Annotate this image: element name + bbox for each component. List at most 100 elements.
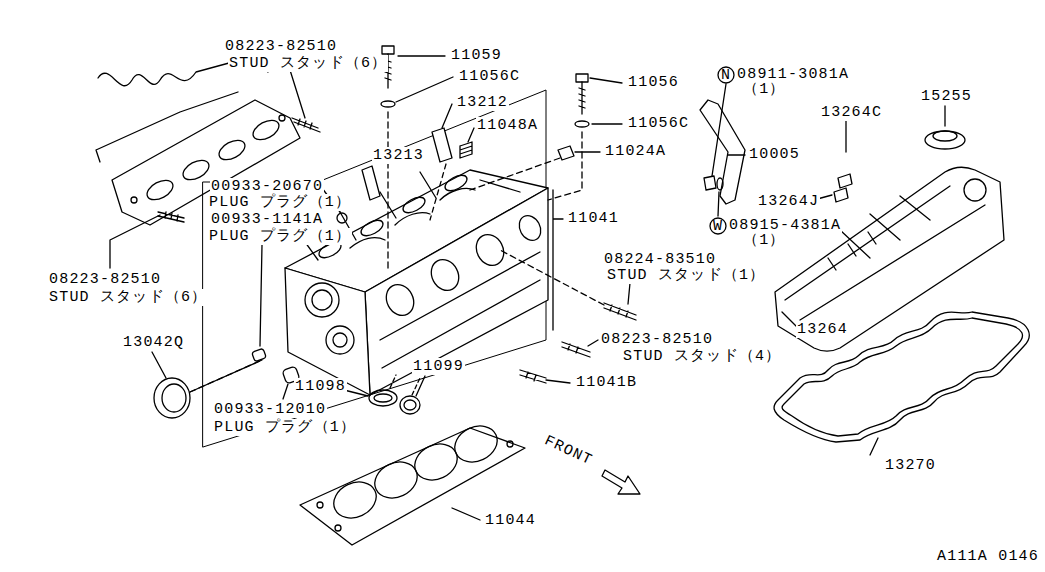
drawing-line <box>158 212 184 222</box>
callout-label: 00933-20670 <box>210 178 324 195</box>
drawing-line <box>828 232 876 270</box>
drawing-line <box>380 252 540 368</box>
callout-label: STUD スタッド（6） <box>228 55 388 72</box>
callout-label: PLUG プラグ（1） <box>208 228 352 245</box>
drawing-line <box>390 375 420 395</box>
callout-label: 10005 <box>748 146 801 163</box>
drawing-line <box>700 100 745 204</box>
callout-label: 11056C <box>458 68 521 85</box>
drawing-line <box>870 438 878 455</box>
drawing-line <box>283 376 425 399</box>
drawing-line <box>381 280 419 320</box>
callout-label: 15255 <box>920 88 973 105</box>
drawing-line <box>279 115 285 121</box>
callout-label: 13264 <box>796 321 849 338</box>
callout-label: FRONT <box>541 432 596 470</box>
callout-label: PLUG プラグ（1） <box>208 194 352 211</box>
drawing-line <box>216 136 248 163</box>
callout-label: （1） <box>742 232 787 249</box>
drawing-line <box>305 283 339 317</box>
drawing-line <box>144 176 176 203</box>
callout-label: 08223-82510 <box>48 271 162 288</box>
drawing-line <box>381 101 395 107</box>
drawing-line <box>834 188 848 202</box>
drawing-line <box>579 82 585 114</box>
drawing-line <box>602 470 640 494</box>
circled-symbol: N <box>721 67 731 84</box>
callout-label: STUD スタッド（1） <box>606 267 766 284</box>
drawing-line <box>328 475 382 524</box>
drawing-line <box>131 197 137 203</box>
drawing-line <box>449 419 503 468</box>
drawing-line <box>154 378 190 418</box>
callout-label: 13042Q <box>122 334 185 351</box>
drawing-line <box>365 188 548 395</box>
drawing-line <box>382 46 394 54</box>
drawing-line <box>500 250 604 305</box>
drawing-line <box>838 174 852 188</box>
drawing-line <box>369 390 397 406</box>
callout-label: （1） <box>742 81 787 98</box>
callout-label: 11048A <box>476 117 539 134</box>
drawing-line <box>562 342 590 357</box>
callout-label: 00933-12010 <box>213 401 327 418</box>
drawing-line <box>520 370 546 383</box>
drawing-line <box>782 318 1022 436</box>
drawing-line <box>250 116 282 143</box>
drawing-line <box>710 218 726 234</box>
drawing-line <box>576 74 588 82</box>
callout-label: 13264J <box>757 193 820 210</box>
drawing-line <box>964 179 986 201</box>
drawing-line <box>292 118 320 132</box>
callout-label: 11041B <box>575 374 638 391</box>
drawing-line <box>546 380 570 383</box>
drawing-line <box>933 131 957 141</box>
drawing-line <box>400 396 420 414</box>
drawing-line <box>515 212 545 244</box>
drawing-line <box>507 441 513 447</box>
callout-label: 13212 <box>456 94 509 111</box>
drawing-line <box>604 303 636 320</box>
drawing-line <box>404 400 416 410</box>
drawing-line <box>470 158 560 190</box>
circled-symbol: W <box>713 218 723 235</box>
drawing-line <box>430 164 446 220</box>
drawing-line <box>712 84 745 216</box>
drawing-line <box>426 255 464 295</box>
callout-label: 11041 <box>567 210 620 227</box>
drawing-line <box>285 268 370 395</box>
drawing-line <box>432 128 452 162</box>
drawing-line <box>317 502 323 508</box>
drawing-line <box>718 67 734 83</box>
drawing-line <box>326 326 354 354</box>
drawing-line <box>180 156 212 183</box>
drawing-line <box>312 290 332 310</box>
callout-label: 08224-83510 <box>603 251 717 268</box>
callout-label: 11024A <box>604 143 667 160</box>
callout-label: 13270 <box>884 457 937 474</box>
callout-label: 11044 <box>484 512 537 529</box>
drawing-line <box>252 348 267 362</box>
drawing-line <box>460 142 472 158</box>
callout-label: 11059 <box>450 47 503 64</box>
drawing-line <box>925 131 965 149</box>
callout-label: 11056C <box>627 115 690 132</box>
drawing-line <box>374 394 392 402</box>
drawing-line <box>717 178 723 190</box>
callout-label: 13264C <box>820 104 883 121</box>
drawing-line <box>471 230 509 270</box>
drawing-line <box>553 190 563 330</box>
drawing-line <box>387 112 388 268</box>
drawing-line <box>337 213 347 223</box>
drawing-line <box>362 166 380 200</box>
drawing-line <box>162 384 186 412</box>
callout-label: 11099 <box>412 358 465 375</box>
drawing-line <box>333 333 347 347</box>
drawing-line <box>575 121 589 127</box>
callout-label: STUD スタッド（6） <box>48 289 208 306</box>
drawing-line <box>190 360 262 392</box>
drawing-line <box>774 312 1029 442</box>
callout-label: 11098 <box>294 378 347 395</box>
callout-label: 13213 <box>372 147 425 164</box>
